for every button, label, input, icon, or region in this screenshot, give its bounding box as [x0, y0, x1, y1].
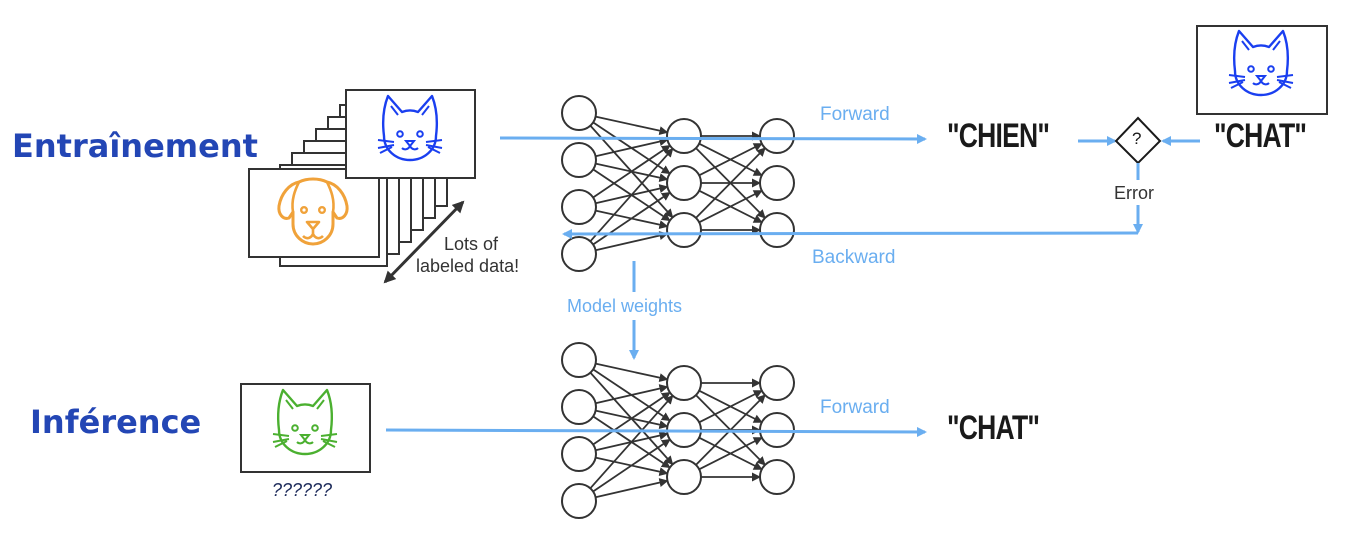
- comparator-symbol: ?: [1132, 129, 1142, 148]
- network-node: [561, 389, 597, 425]
- inference-title: Inférence: [30, 403, 202, 441]
- network-edge: [589, 147, 674, 242]
- network-node: [759, 118, 795, 154]
- network-node: [561, 436, 597, 472]
- ground-truth-card: [1196, 25, 1328, 115]
- network-edge: [698, 390, 763, 424]
- ground-truth-label: "CHAT": [1214, 117, 1307, 155]
- network-node: [759, 165, 795, 201]
- network-node: [561, 95, 597, 131]
- network-edge: [595, 478, 669, 499]
- training-prediction: "CHIEN": [947, 117, 1050, 155]
- network-node: [759, 365, 795, 401]
- network-node: [759, 459, 795, 495]
- inference-prediction: "CHAT": [947, 409, 1040, 447]
- network-node: [561, 189, 597, 225]
- network-edge: [595, 384, 669, 405]
- inference-input-card: [240, 383, 371, 473]
- network-node: [561, 142, 597, 178]
- network-edge: [595, 115, 669, 136]
- forward-label-training: Forward: [820, 104, 890, 125]
- network-edge: [698, 437, 763, 471]
- network-node: [666, 118, 702, 154]
- error-label: Error: [1114, 183, 1154, 203]
- network-edge: [695, 147, 766, 219]
- network-node: [561, 483, 597, 519]
- network-edge: [589, 394, 674, 489]
- network-edge: [592, 144, 671, 199]
- backward-label: Backward: [812, 247, 896, 268]
- cat-image-card: [345, 89, 476, 179]
- network-edge: [595, 137, 669, 158]
- dog-image-card: [248, 168, 380, 258]
- neural-network-training: [561, 95, 795, 272]
- forward-arrow-training: [499, 133, 927, 144]
- network-edge: [592, 391, 671, 446]
- dataset-stack: [248, 89, 476, 267]
- inference-input-caption: ??????: [272, 480, 333, 500]
- network-node: [666, 365, 702, 401]
- network-edge: [595, 362, 669, 383]
- network-node: [561, 236, 597, 272]
- forward-label-inference: Forward: [820, 397, 890, 418]
- network-node: [759, 212, 795, 248]
- network-edge: [595, 231, 669, 252]
- network-edge: [592, 191, 671, 246]
- network-edge: [592, 438, 671, 493]
- dataset-note-line2: labeled data!: [416, 256, 520, 276]
- dataset-size-arrow: [383, 200, 465, 284]
- network-node: [666, 165, 702, 201]
- network-node: [666, 212, 702, 248]
- neural-network-inference: [561, 342, 795, 519]
- network-edge: [698, 143, 763, 177]
- network-edge: [698, 190, 763, 224]
- training-title: Entraînement: [12, 127, 258, 165]
- network-node: [666, 459, 702, 495]
- backward-arrow: [562, 228, 1139, 239]
- forward-arrow-inference: [385, 426, 927, 437]
- network-node: [561, 342, 597, 378]
- model-weights-label: Model weights: [567, 296, 683, 316]
- dataset-note-line1: Lots of: [444, 234, 499, 254]
